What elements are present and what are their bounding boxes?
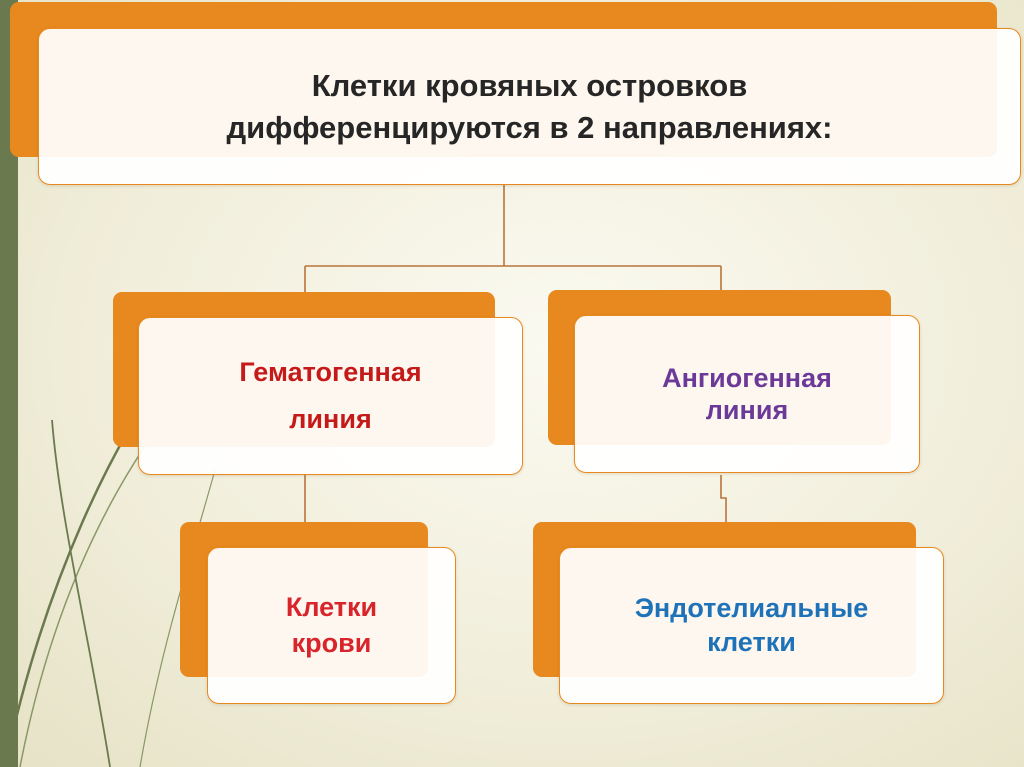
angiogenic-line-label: Ангиогенная линия xyxy=(662,362,832,427)
diagram-title: Клетки кровяных островков дифференцируют… xyxy=(226,65,832,149)
hematogenic-line-label: Гематогенная линия xyxy=(239,349,421,444)
endothelial-cells-label: Эндотелиальные клетки xyxy=(635,592,869,660)
blood-cells-label: Клетки крови xyxy=(286,590,377,660)
